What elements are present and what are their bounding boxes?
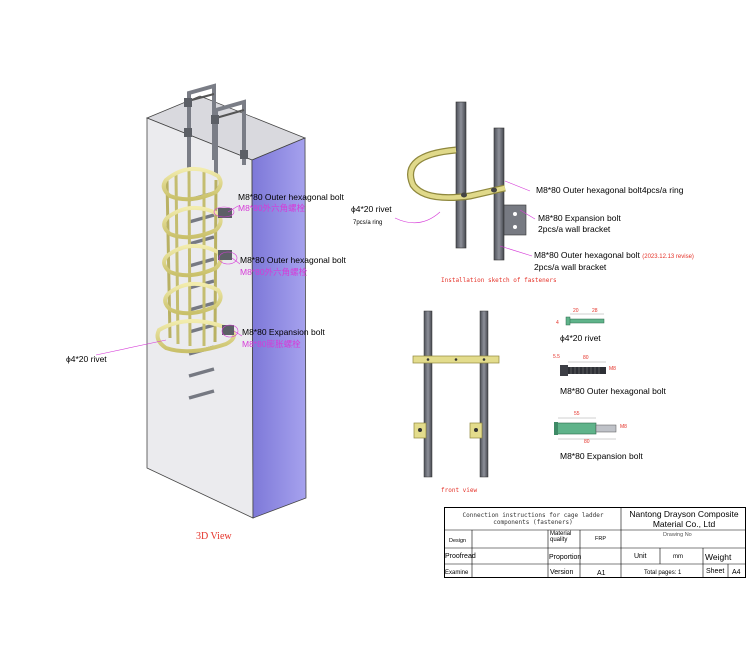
rivet-dim-1: 20 bbox=[573, 308, 579, 314]
exp-dim-2: 80 bbox=[584, 439, 590, 445]
cage-3d bbox=[155, 167, 236, 354]
install-sketch bbox=[407, 101, 527, 261]
leaders-3d bbox=[95, 205, 243, 356]
wall-3d bbox=[145, 95, 307, 519]
callout-ring-bolt-cn: M8*80外六角螺栓 bbox=[238, 203, 306, 213]
tb-weight: Weight bbox=[705, 552, 732, 562]
tb-material-value: FRP bbox=[595, 536, 606, 542]
rivet-part bbox=[565, 313, 605, 326]
install-bracket-bolt: M8*80 Outer hexagonal bolt (2023.12.13 r… bbox=[534, 250, 694, 261]
expansion-bolt-part bbox=[554, 417, 617, 440]
hex-dim-1: 5.5 bbox=[553, 354, 560, 360]
three-d-view-title: 3D View bbox=[196, 531, 232, 542]
install-ring-bolt: M8*80 Outer hexagonal bolt4pcs/a ring bbox=[536, 185, 684, 195]
rivet-dim-3: 4 bbox=[556, 320, 559, 326]
tb-material-label: Material quality bbox=[550, 531, 572, 543]
callout-expansion-cn: M8*80膨胀螺栓 bbox=[242, 339, 301, 349]
install-expansion: M8*80 Expansion bolt bbox=[538, 213, 621, 223]
install-rivet-label: ϕ4*20 rivet bbox=[351, 204, 392, 214]
tb-total-pages: Total pages: 1 bbox=[644, 570, 682, 576]
callout-bracket-bolt-en: M8*80 Outer hexagonal bolt bbox=[240, 255, 346, 265]
tb-version-value: A1 bbox=[597, 570, 606, 577]
tb-company: Nantong Drayson Composite Material Co., … bbox=[629, 509, 739, 529]
exp-dim-1: 55 bbox=[574, 411, 580, 417]
exp-caption: M8*80 Expansion bolt bbox=[560, 451, 643, 461]
install-rivet-qty: 7pcs/a ring bbox=[353, 220, 383, 226]
install-expansion-qty: 2pcs/a wall bracket bbox=[538, 224, 611, 234]
front-view-title: front view bbox=[441, 487, 478, 494]
title-block-lines bbox=[444, 507, 746, 578]
install-bracket-qty: 2pcs/a wall bracket bbox=[534, 262, 607, 272]
exp-dim-3: M8 bbox=[620, 424, 627, 430]
tb-examine: Examine bbox=[445, 570, 469, 576]
rivet-caption: ϕ4*20 rivet bbox=[560, 333, 601, 343]
front-view bbox=[412, 310, 500, 478]
tb-proofread: Proofread bbox=[445, 553, 476, 560]
leaders-install bbox=[394, 180, 536, 257]
hex-dim-3: M8 bbox=[609, 366, 616, 372]
install-sketch-title: Installation sketch of fasteners bbox=[441, 277, 557, 284]
install-bracket-bolt-text: M8*80 Outer hexagonal bolt bbox=[534, 250, 640, 260]
callout-ring-bolt-en: M8*80 Outer hexagonal bolt bbox=[238, 192, 344, 202]
tb-design: Design bbox=[449, 538, 467, 544]
hex-dim-2: 80 bbox=[583, 355, 589, 361]
tb-sheet: Sheet bbox=[706, 568, 725, 575]
tb-drawing-no: Drawing No bbox=[663, 532, 692, 538]
callout-bracket-bolt-cn: M8*80外六角螺栓 bbox=[240, 267, 308, 277]
tb-description: Connection instructions for cage ladder … bbox=[462, 512, 604, 526]
install-revise-note: (2023.12.13 revise) bbox=[642, 254, 694, 260]
hex-bolt-part bbox=[560, 361, 606, 376]
tb-unit-value: mm bbox=[673, 554, 683, 560]
title-block bbox=[444, 507, 746, 578]
tb-proportion: Proportion bbox=[549, 554, 582, 561]
hex-caption: M8*80 Outer hexagonal bolt bbox=[560, 386, 666, 396]
tb-unit: Unit bbox=[634, 553, 647, 560]
callout-expansion-en: M8*80 Expansion bolt bbox=[242, 327, 325, 337]
tb-size: A4 bbox=[732, 569, 741, 576]
callout-rivet-3d: ϕ4*20 rivet bbox=[66, 354, 107, 364]
rivet-dim-2: 28 bbox=[592, 308, 598, 314]
tb-version: Version bbox=[550, 569, 574, 576]
